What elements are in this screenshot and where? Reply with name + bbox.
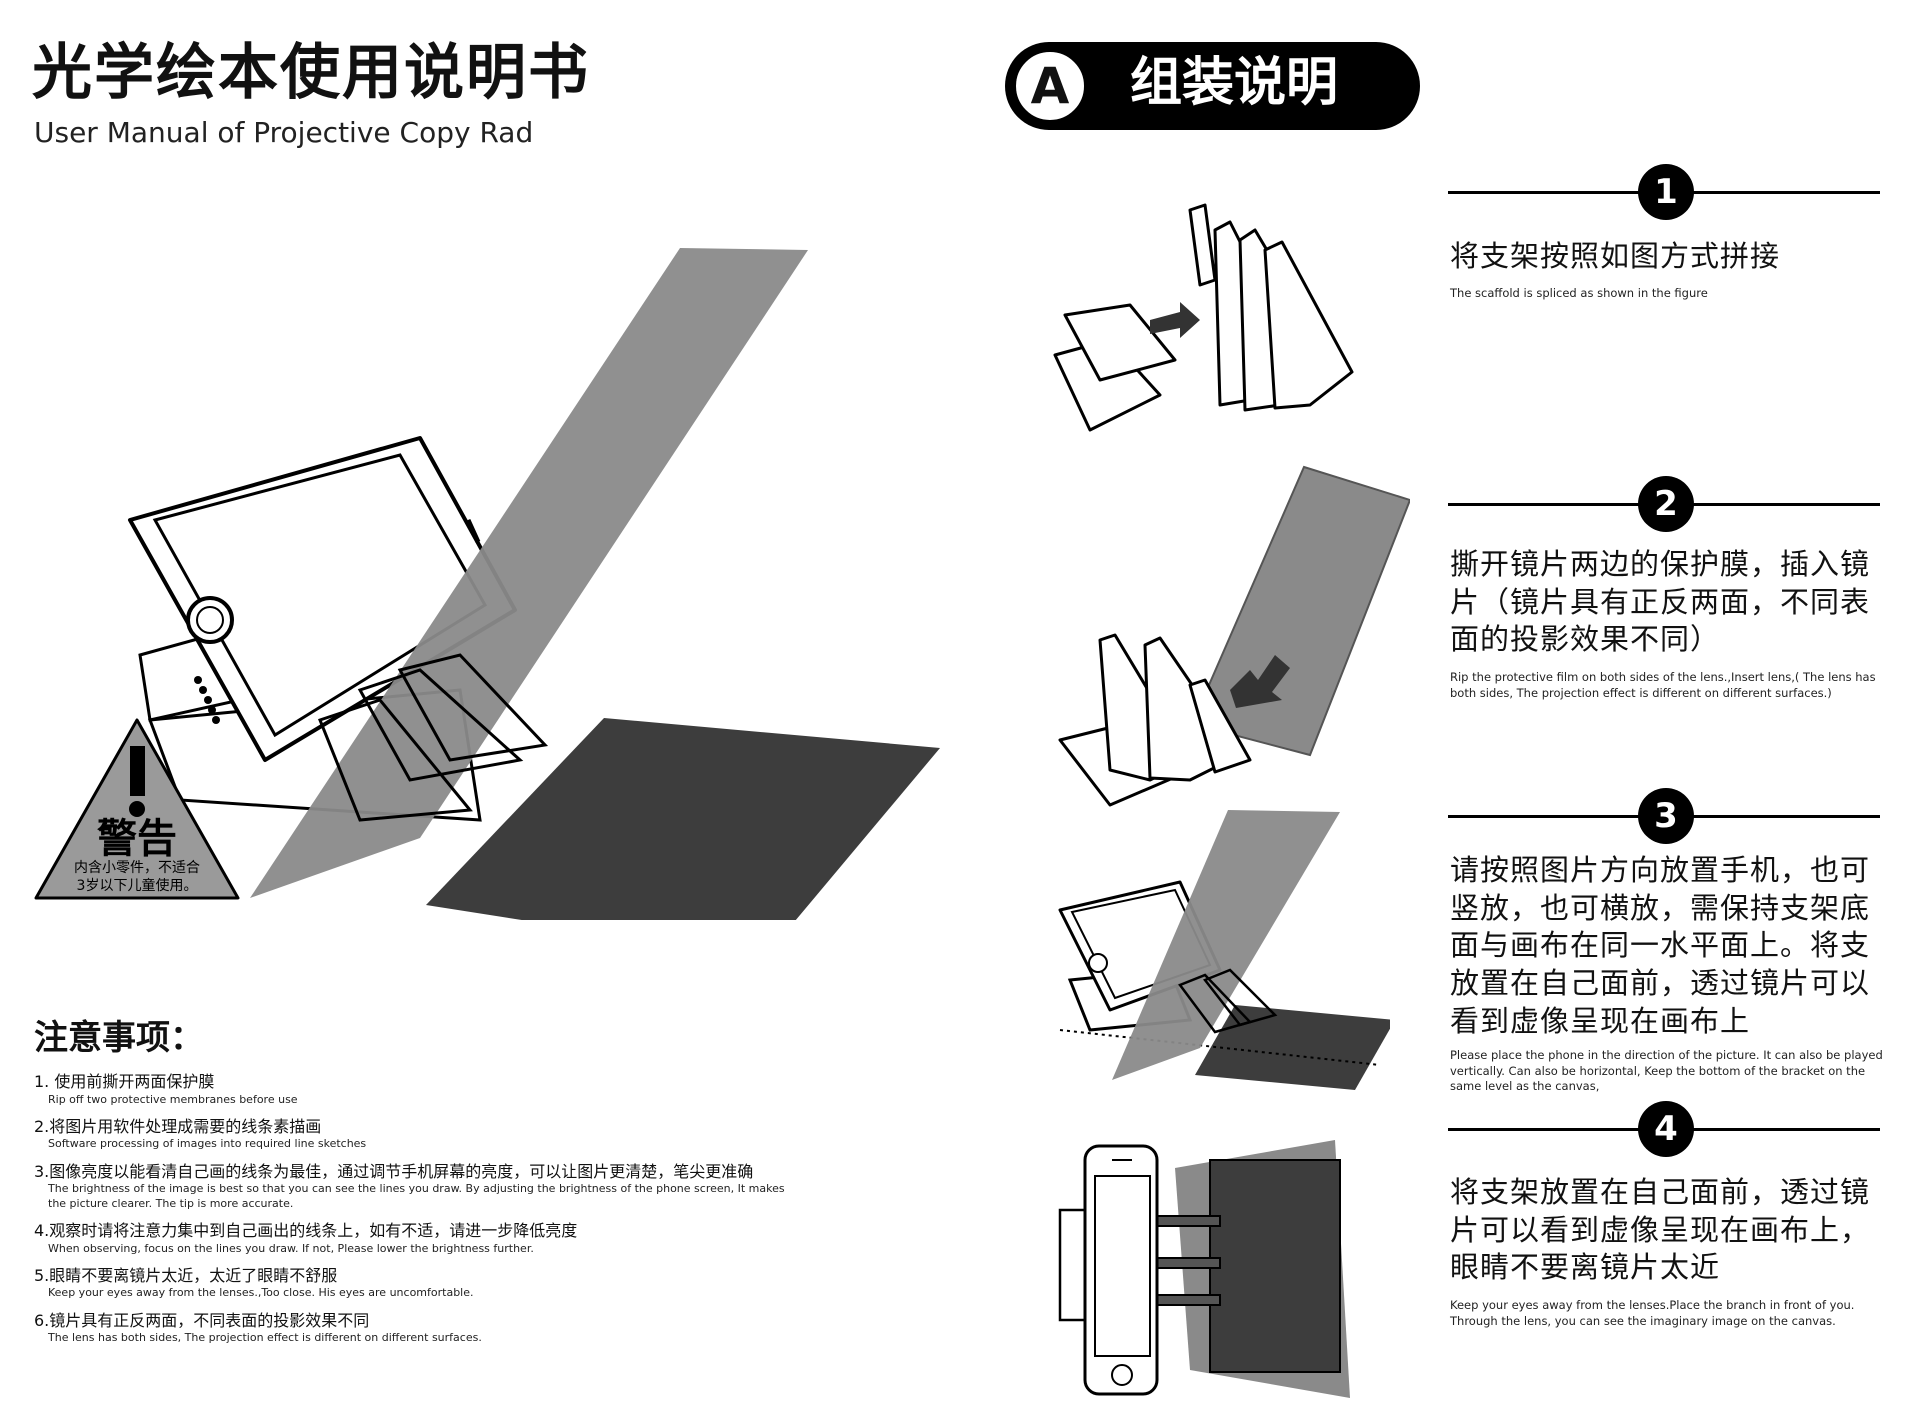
lens-illustration	[250, 248, 808, 898]
step-1-illustration	[1053, 203, 1354, 432]
lens-illustration	[1190, 465, 1410, 757]
lens-illustration	[1112, 810, 1340, 1080]
arrow-icon	[1150, 302, 1200, 338]
note-text-en: Rip off two protective membranes before …	[48, 1092, 298, 1106]
step-text-cn: 撕开镜片两边的保护膜，插入镜片（镜片具有正反两面，不同表面的投影效果不同）	[1450, 547, 1871, 657]
notes-section: 注意事项： 1. 使用前撕开两面保护膜 Rip off two protecti…	[34, 1010, 794, 1355]
step-text-cn: 请按照图片方向放置手机，也可竖放，也可横放，需保持支架底面与画布在同一水平面上。…	[1450, 853, 1871, 1038]
warning-title: 警告	[97, 816, 177, 862]
section-letter-badge: A	[1012, 48, 1088, 124]
step-text-en: The scaffold is spliced as shown in the …	[1450, 286, 1708, 300]
section-title: 组装说明	[1130, 53, 1339, 113]
step-number-badge: 4	[1638, 1101, 1694, 1157]
step-text-cn: 将支架放置在自己面前，透过镜片可以看到虚像呈现在画布上，眼睛不要离镜片太近	[1450, 1175, 1871, 1285]
step-text-en: Keep your eyes away from the lenses.Plac…	[1450, 1298, 1855, 1328]
note-item: 6.镜片具有正反两面，不同表面的投影效果不同 The lens has both…	[34, 1310, 794, 1346]
note-item: 2.将图片用软件处理成需要的线条素描画 Software processing …	[34, 1116, 794, 1152]
warning-badge: 警告 内含小零件，不适合 3岁以下儿童使用。	[34, 718, 240, 900]
note-text-en: The brightness of the image is best so t…	[48, 1182, 785, 1210]
note-text-en: Software processing of images into requi…	[48, 1137, 367, 1151]
step-number-badge: 3	[1638, 788, 1694, 844]
note-text-cn: 6.镜片具有正反两面，不同表面的投影效果不同	[34, 1310, 370, 1330]
triangle-supports	[318, 653, 549, 822]
note-text-cn: 2.将图片用软件处理成需要的线条素描画	[34, 1116, 322, 1136]
drawing-canvas	[426, 718, 940, 920]
note-item: 3.图像亮度以能看清自己画的线条为最佳，通过调节手机屏幕的亮度，可以让图片更清楚…	[34, 1161, 794, 1211]
note-item: 5.眼睛不要离镜片太近，太近了眼睛不舒服 Keep your eyes away…	[34, 1265, 794, 1301]
note-text-en: The lens has both sides, The projection …	[48, 1331, 482, 1345]
step-text-en: Rip the protective film on both sides of…	[1450, 670, 1876, 700]
manual-title: 光学绘本使用说明书	[32, 38, 590, 108]
arrow-icon	[1230, 655, 1290, 708]
phone-illustration	[128, 436, 517, 762]
warning-line-2: 3岁以下儿童使用。	[77, 877, 198, 894]
note-text-cn: 5.眼睛不要离镜片太近，太近了眼睛不舒服	[34, 1265, 338, 1285]
step-3-illustration	[1058, 810, 1390, 1090]
manual-subtitle: User Manual of Projective Copy Rad	[34, 116, 534, 149]
drawing-canvas	[1209, 1159, 1341, 1373]
note-item: 4.观察时请将注意力集中到自己画出的线条上，如有不适，请进一步降低亮度 When…	[34, 1220, 794, 1256]
note-text-cn: 4.观察时请将注意力集中到自己画出的线条上，如有不适，请进一步降低亮度	[34, 1220, 578, 1240]
step-number-badge: 1	[1638, 164, 1694, 220]
note-text-en: When observing, focus on the lines you d…	[48, 1241, 534, 1255]
step-text-cn: 将支架按照如图方式拼接	[1450, 239, 1781, 273]
drawing-canvas	[1195, 1005, 1390, 1090]
step-number-badge: 2	[1638, 476, 1694, 532]
step-4-illustration	[1058, 1140, 1350, 1398]
step-text-en: Please place the phone in the direction …	[1450, 1048, 1883, 1094]
step-2-illustration	[1058, 465, 1410, 807]
note-text-cn: 3.图像亮度以能看清自己画的线条为最佳，通过调节手机屏幕的亮度，可以让图片更清楚…	[34, 1161, 754, 1181]
note-text-cn: 1. 使用前撕开两面保护膜	[34, 1072, 215, 1091]
hero-illustration	[128, 248, 940, 920]
note-text-en: Keep your eyes away from the lenses.,Too…	[48, 1286, 474, 1300]
warning-line-1: 内含小零件，不适合	[74, 860, 200, 876]
notes-heading: 注意事项：	[34, 1018, 204, 1058]
note-item: 1. 使用前撕开两面保护膜 Rip off two protective mem…	[34, 1071, 794, 1107]
